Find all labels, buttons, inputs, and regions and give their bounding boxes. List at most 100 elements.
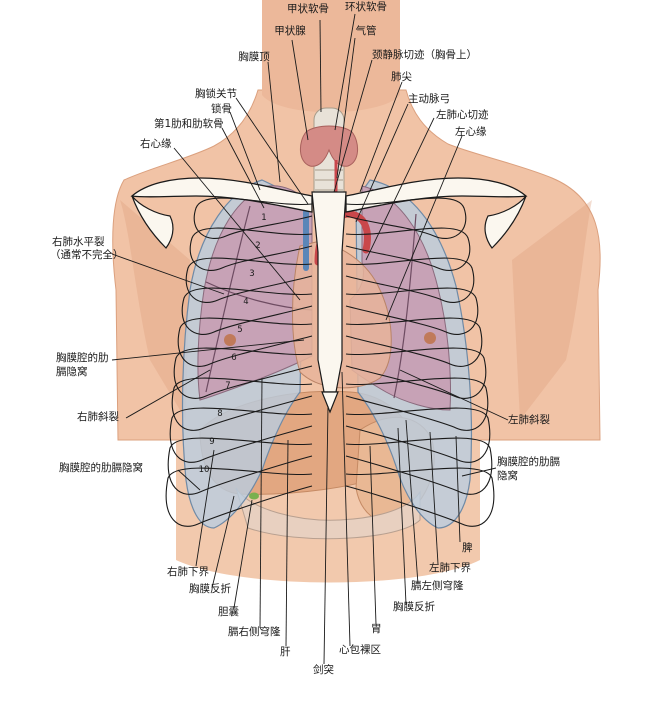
label-thyroid-cartilage: 甲状软骨 bbox=[287, 3, 329, 15]
label-left-dome-diaphragm: 膈左侧穹隆 bbox=[411, 580, 464, 592]
label-pleural-reflection-left: 胸膜反折 bbox=[393, 601, 435, 613]
label-jugular-notch: 颈静脉切迹（胸骨上） bbox=[372, 49, 477, 61]
rib-left-8 bbox=[345, 407, 491, 463]
rib-right-3 bbox=[185, 257, 313, 303]
label-clavicle: 锁骨 bbox=[211, 103, 232, 115]
leader-left-heart-border bbox=[385, 135, 463, 321]
leader-left-lung-lower bbox=[429, 431, 439, 565]
leader-horizontal-fissure bbox=[111, 253, 225, 295]
leader-left-dome bbox=[405, 419, 419, 585]
label-gallbladder: 胆囊 bbox=[218, 606, 239, 618]
rib-number-4: 4 bbox=[243, 297, 248, 307]
label-left-costodiaphragmatic-recess-cont: 隐窝 bbox=[497, 470, 518, 482]
leader-aortic-arch bbox=[355, 103, 409, 223]
leader-lung-apex bbox=[359, 81, 403, 193]
right-shoulder bbox=[131, 195, 174, 249]
rib-right-5 bbox=[177, 317, 313, 367]
rib-right-8 bbox=[169, 407, 313, 463]
label-cardiac-notch: 左肺心切迹 bbox=[436, 109, 489, 121]
leader-left-costodiaphragmatic bbox=[461, 467, 497, 477]
rib-right-4 bbox=[181, 287, 313, 335]
leader-costomediastinal-recess bbox=[111, 339, 305, 361]
rib-left-9 bbox=[345, 437, 493, 495]
rib-left-1 bbox=[345, 197, 467, 240]
leader-first-rib bbox=[221, 127, 265, 209]
label-right-costodiaphragmatic-recess: 胸膜腔的肋膈隐窝 bbox=[59, 462, 143, 474]
label-thyroid-gland: 甲状腺 bbox=[274, 25, 306, 37]
label-left-oblique-fissure: 左肺斜裂 bbox=[508, 414, 550, 426]
label-spleen: 脾 bbox=[462, 542, 473, 554]
leader-xiphoid bbox=[323, 405, 329, 665]
label-left-costodiaphragmatic-recess: 胸膜腔的肋膈 bbox=[497, 456, 560, 468]
label-sternoclavicular-joint: 胸锁关节 bbox=[195, 88, 237, 100]
leader-right-heart-border bbox=[173, 147, 301, 301]
rib-number-6: 6 bbox=[231, 353, 236, 363]
label-costomediastinal-recess: 胸膜腔的肋 bbox=[56, 352, 109, 364]
rib-number-3: 3 bbox=[249, 269, 254, 279]
leader-pleural-reflection-right bbox=[211, 495, 235, 589]
leader-right-oblique-fissure bbox=[125, 369, 211, 419]
leader-cricoid-cartilage bbox=[334, 13, 356, 131]
chest-shading-left bbox=[120, 200, 190, 420]
label-pericardial-bare-area: 心包裸区 bbox=[339, 644, 381, 656]
rib-number-2: 2 bbox=[255, 241, 260, 251]
rib-left-7 bbox=[345, 377, 489, 431]
rib-left-5 bbox=[345, 317, 483, 367]
rib-right-1 bbox=[193, 197, 313, 240]
rib-numbers: 1 2 3 4 5 6 7 8 9 10 bbox=[199, 213, 267, 475]
label-liver: 肝 bbox=[280, 646, 291, 658]
leader-sternoclavicular bbox=[235, 97, 309, 205]
leader-pericardial-bare bbox=[341, 371, 351, 647]
label-first-rib-cartilage: 第1肋和肋软骨 bbox=[154, 118, 224, 130]
rib-right-7 bbox=[171, 377, 313, 431]
label-left-heart-border: 左心缘 bbox=[455, 126, 487, 138]
label-pleural-reflection-right: 胸膜反折 bbox=[189, 583, 231, 595]
label-lung-apex: 肺尖 bbox=[391, 71, 412, 83]
rib-number-7: 7 bbox=[225, 381, 230, 391]
leader-thyroid-cartilage bbox=[319, 19, 322, 113]
rib-number-1: 1 bbox=[261, 213, 266, 223]
label-cricoid-cartilage: 环状软骨 bbox=[345, 1, 387, 13]
label-stomach: 胃 bbox=[371, 623, 382, 635]
label-horizontal-fissure-note: （通常不完全） bbox=[50, 249, 124, 261]
rib-left-10 bbox=[345, 467, 495, 527]
right-nipple bbox=[224, 334, 236, 346]
rib-number-8: 8 bbox=[217, 409, 222, 419]
leader-trachea bbox=[336, 37, 356, 179]
label-aortic-arch: 主动脉弓 bbox=[408, 93, 450, 105]
left-oblique-fissure-line bbox=[393, 213, 417, 399]
label-right-dome-diaphragm: 膈右侧穹隆 bbox=[228, 626, 281, 638]
label-costomediastinal-recess-cont: 膈隐窝 bbox=[56, 366, 88, 378]
leader-stomach bbox=[369, 445, 377, 625]
right-oblique-fissure-line bbox=[205, 205, 251, 393]
leader-jugular-notch bbox=[333, 59, 373, 193]
leader-gallbladder bbox=[233, 499, 253, 609]
leader-spleen bbox=[455, 435, 461, 543]
leader-right-costodiaphragmatic bbox=[177, 469, 201, 491]
label-right-oblique-fissure: 右肺斜裂 bbox=[77, 411, 119, 423]
label-horizontal-fissure: 右肺水平裂 bbox=[52, 236, 105, 248]
leader-liver bbox=[285, 439, 289, 647]
left-shoulder bbox=[484, 195, 527, 249]
label-xiphoid-process: 剑突 bbox=[313, 664, 334, 676]
rib-left-3 bbox=[345, 257, 475, 303]
leader-lines bbox=[111, 13, 509, 665]
leader-clavicle bbox=[229, 111, 261, 191]
leader-pleura-cupula bbox=[267, 61, 281, 183]
rib-right-9 bbox=[167, 437, 313, 495]
rib-right-10 bbox=[165, 467, 313, 527]
chest-shading-right bbox=[512, 200, 592, 420]
leader-right-lung-lower bbox=[195, 449, 215, 567]
leader-pleural-reflection-left bbox=[397, 427, 407, 605]
leader-left-oblique-fissure bbox=[399, 369, 509, 421]
xiphoid-shape bbox=[321, 391, 339, 414]
rib-number-10: 10 bbox=[199, 465, 210, 475]
rib-left-4 bbox=[345, 287, 479, 335]
intestine-shape bbox=[235, 487, 421, 540]
rib-number-5: 5 bbox=[237, 325, 242, 335]
rib-number-9: 9 bbox=[209, 437, 214, 447]
label-right-lung-lower-border: 右肺下界 bbox=[167, 566, 209, 578]
leader-thyroid-gland bbox=[291, 39, 309, 141]
